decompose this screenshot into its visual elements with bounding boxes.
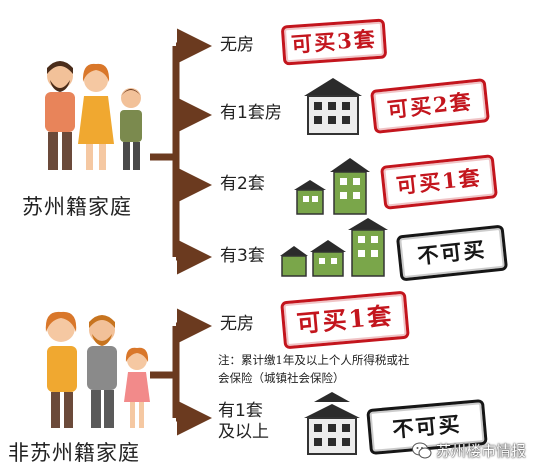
condition-one-house: 有1套房	[220, 103, 282, 123]
condition-one-plus-line2: 及以上	[218, 422, 269, 442]
note-text-line2: 会保险（城镇社会保险）	[218, 371, 345, 385]
child-figure	[120, 88, 142, 170]
condition-one-plus-line1: 有1套	[218, 401, 263, 421]
family-illustration-suzhou	[45, 61, 142, 170]
woman-figure	[45, 311, 77, 428]
watermark-logo: 苏州楼市情报	[412, 440, 526, 461]
note-text-line1: 注：累计缴1年及以上个人所得税或社	[218, 353, 410, 367]
wechat-icon	[412, 442, 432, 458]
family-illustration-non-suzhou	[45, 311, 150, 428]
girl-figure	[124, 347, 150, 428]
mother-figure	[78, 63, 114, 170]
group1-bracket	[150, 28, 212, 275]
father-figure	[45, 61, 75, 170]
house-icon-two	[294, 158, 370, 215]
condition-two-houses: 有2套	[220, 174, 265, 194]
group2-bracket	[150, 308, 212, 436]
watermark-text: 苏州楼市情报	[436, 442, 527, 460]
man-figure	[87, 315, 117, 428]
house-icon-one	[304, 78, 362, 135]
condition-three-houses: 有3套	[220, 246, 265, 266]
house-icon-three	[280, 218, 388, 277]
condition-no-house: 无房	[220, 35, 254, 55]
condition-no-house-non-local: 无房	[220, 314, 254, 334]
stamp-buy-three: 可买3套	[280, 18, 388, 66]
group-label-suzhou: 苏州籍家庭	[22, 195, 132, 219]
group-label-non-suzhou: 非苏州籍家庭	[8, 441, 140, 465]
house-icon-non-local	[304, 392, 360, 455]
